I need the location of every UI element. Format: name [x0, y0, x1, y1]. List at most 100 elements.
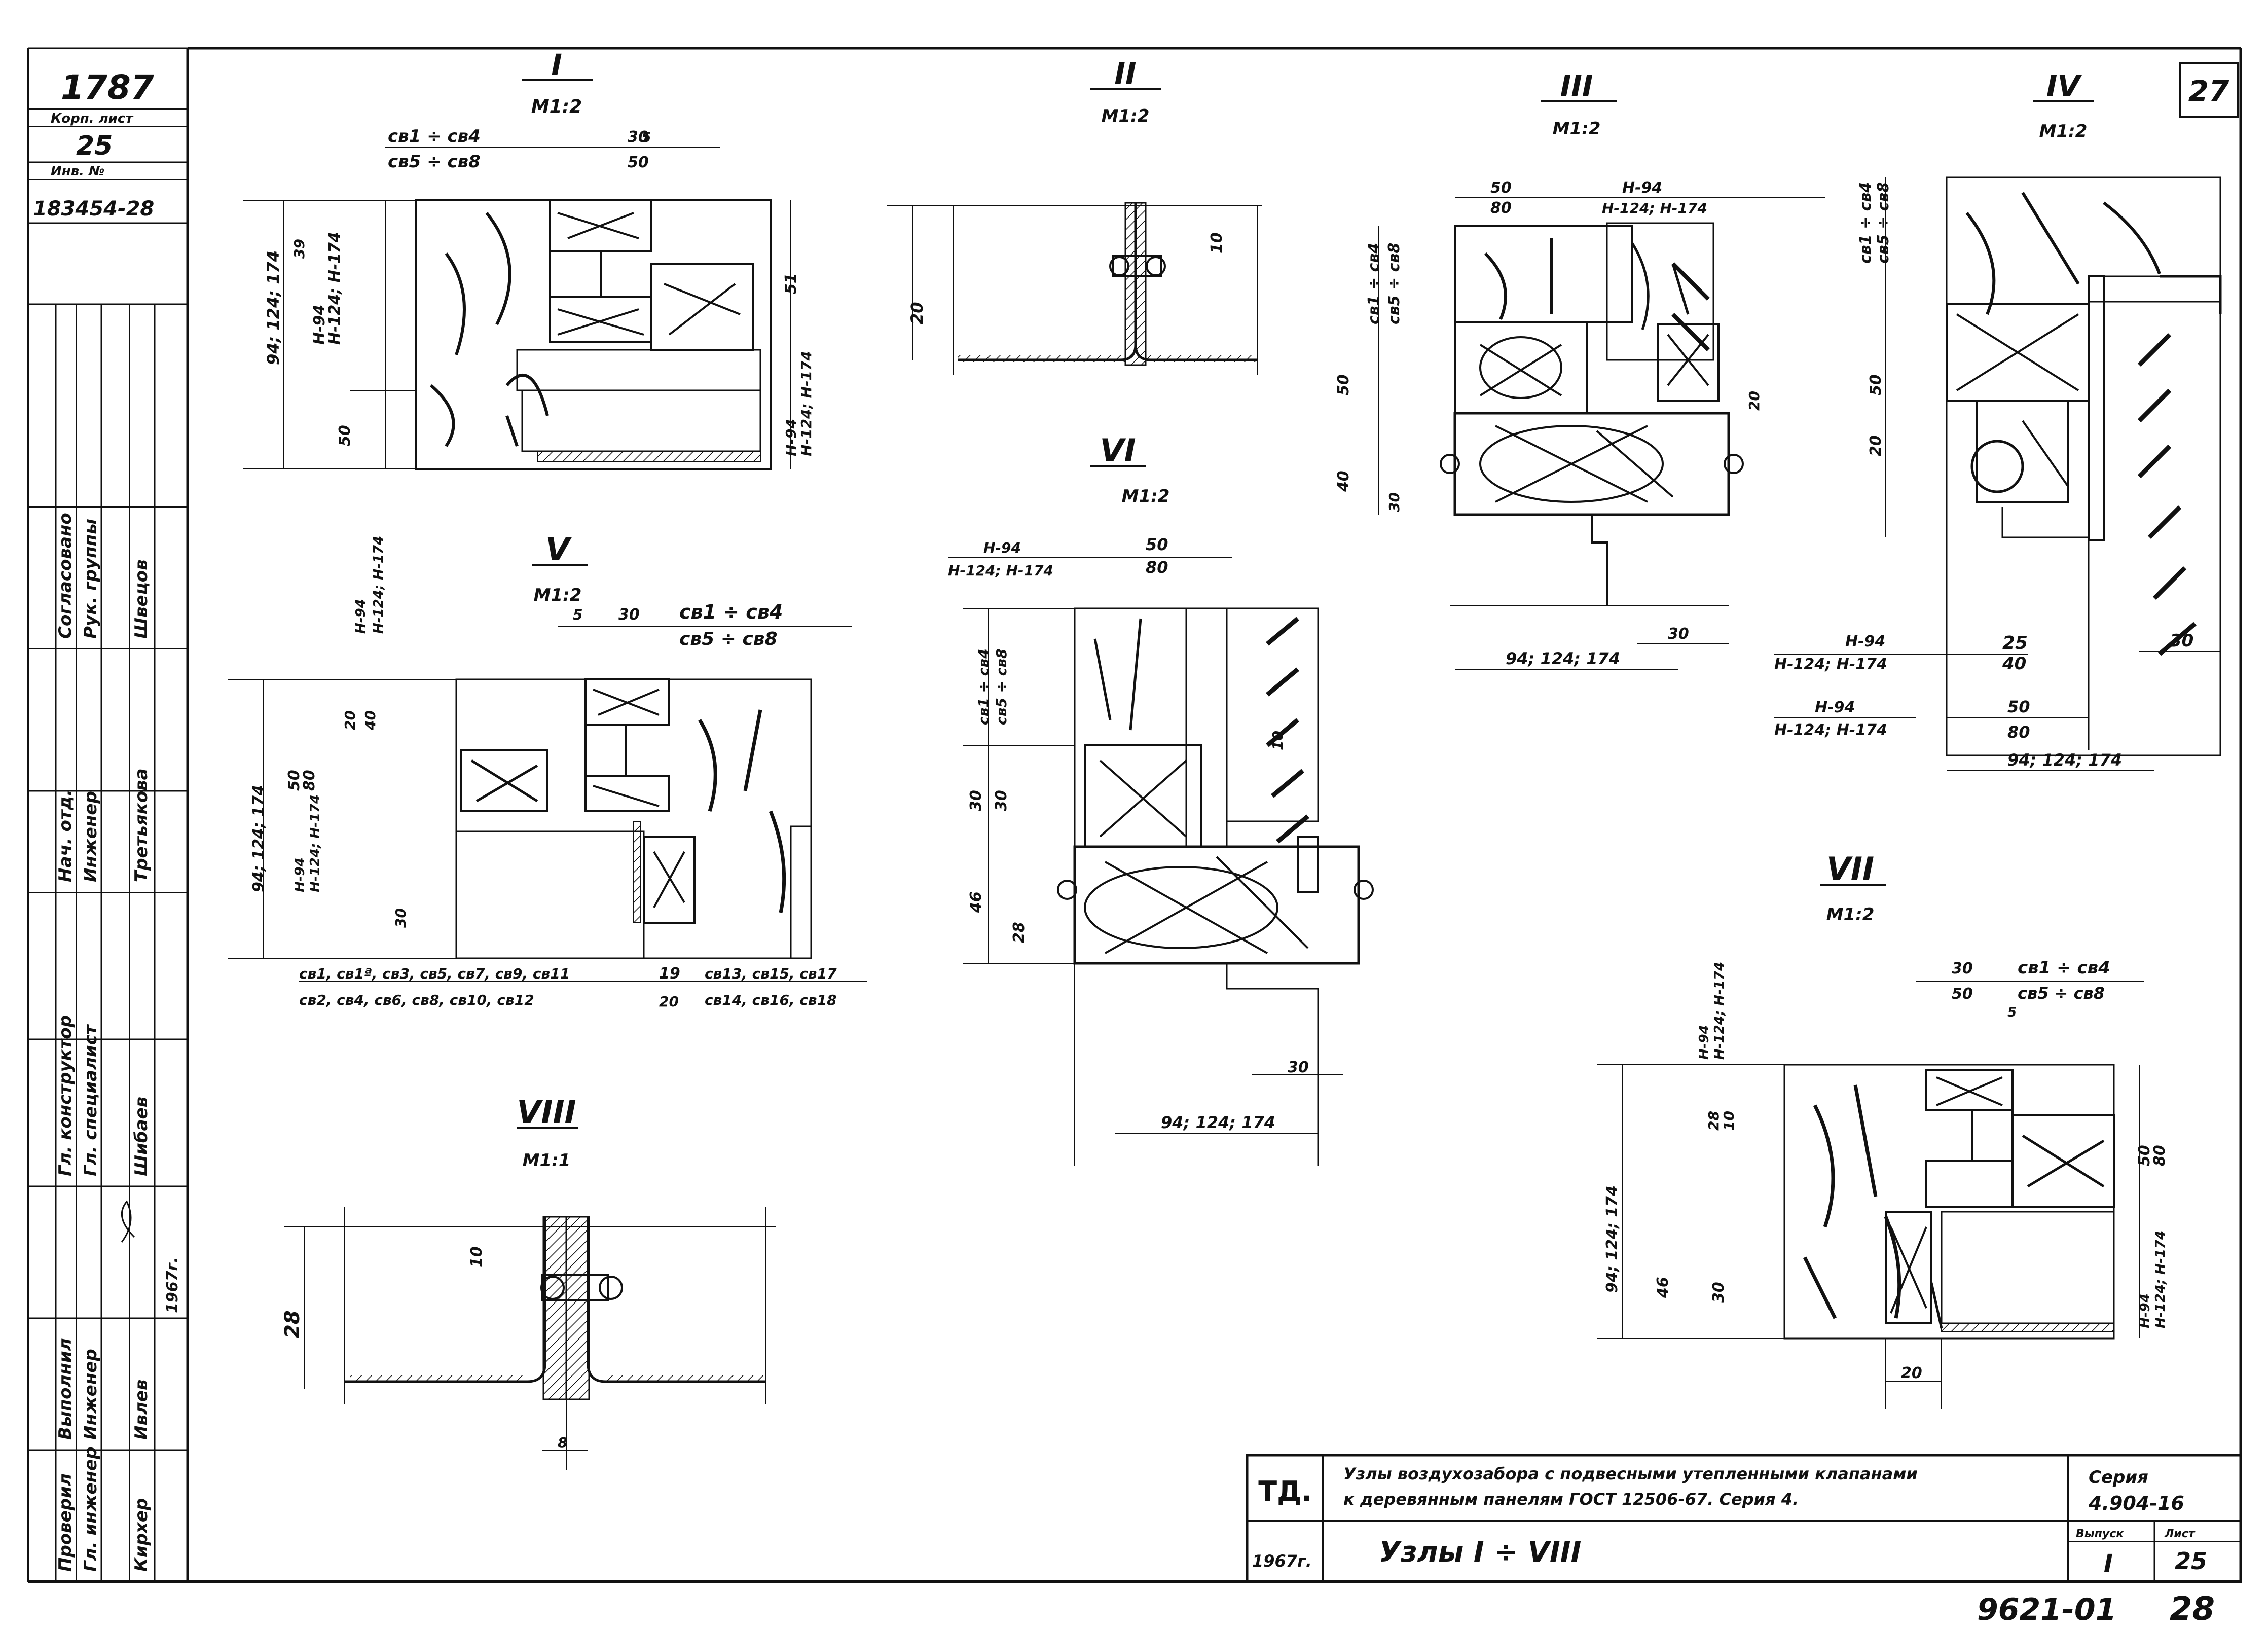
detail-III-dim-sv-top: св1 ÷ св4 — [1365, 243, 1383, 324]
detail-III-dim-n94: Н-94 — [1622, 179, 1662, 197]
approval-position-3: Инженер — [81, 1349, 101, 1440]
detail-VIII-dim-28: 28 — [281, 1310, 304, 1338]
detail-VII-dim-80: 80 — [2151, 1145, 2169, 1166]
detail-I-dim-50: 50 — [628, 154, 649, 171]
detail-VI-title: VI — [1100, 432, 1136, 469]
approval-name-2: Шибаев — [131, 1097, 152, 1176]
detail-VIII-scale: М1:1 — [523, 1150, 571, 1171]
title-description-1: Узлы воздухозабора с подвесными утепленн… — [1343, 1464, 1918, 1483]
detail-V-label-row3: св13, св15, св17 — [705, 965, 837, 982]
detail-VII-dim-n94: Н-94 — [1697, 1025, 1712, 1060]
detail-I-dim-n94: Н-94 — [311, 305, 328, 345]
bottom-page: 28 — [2170, 1590, 2215, 1628]
detail-V-label-row2: св2, св4, св6, св8, св10, св12 — [299, 992, 534, 1008]
detail-V-dim-20b: 20 — [659, 993, 679, 1010]
bottom-code: 9621-01 — [1977, 1592, 2116, 1627]
detail-III-dim-n124: Н-124; Н-174 — [1602, 200, 1707, 216]
approval-position-4: Гл. инженер — [81, 1447, 101, 1572]
issue-label: Выпуск — [2076, 1528, 2124, 1540]
detail-II-dim-10: 10 — [1208, 232, 1226, 254]
detail-I-dim-n124b: Н-124; Н-174 — [798, 351, 815, 456]
detail-III-dim-20: 20 — [1746, 391, 1763, 411]
archive-number: 1787 — [61, 68, 154, 107]
detail-V-dim-20: 20 — [342, 710, 358, 730]
inv-label: Инв. № — [51, 164, 104, 179]
approval-position-0: Рук. группы — [81, 519, 101, 639]
detail-VI-dim-28: 28 — [1010, 922, 1028, 943]
detail-V-dim-n94c: Н-94 — [353, 599, 369, 634]
approval-position-2: Гл. специалист — [81, 1024, 101, 1176]
detail-VI-dim-80: 80 — [1146, 558, 1168, 577]
detail-I-dim-height: 94; 124; 174 — [264, 250, 283, 365]
detail-IV-dim-50: 50 — [1867, 374, 1885, 395]
inv-number: 183454-28 — [33, 197, 154, 221]
approval-role-3: Выполнил — [55, 1338, 76, 1440]
detail-III-dim-50: 50 — [1490, 179, 1512, 197]
detail-VII-dim-n124b: Н-124; Н-174 — [2153, 1230, 2168, 1328]
approval-name-3: Ивлев — [131, 1380, 152, 1440]
detail-V: V М1:2 св1 ÷ св4 св5 ÷ св8 30 5 94; 124;… — [228, 531, 867, 1010]
title-org: ТД. — [1258, 1475, 1311, 1507]
detail-IV-dim-sv-top: св1 ÷ св4 — [1857, 182, 1875, 264]
detail-I-dim-n94b: Н-94 — [783, 419, 799, 456]
detail-VII-dim-50: 50 — [1952, 985, 1973, 1003]
detail-III-dim-30b: 30 — [1386, 492, 1403, 512]
detail-VI-dim-10: 10 — [1269, 731, 1286, 750]
detail-IV-scale: М1:2 — [2039, 121, 2088, 141]
detail-VII-dim-sv-bot: св5 ÷ св8 — [2018, 984, 2105, 1003]
detail-IV-dim-40: 40 — [2002, 654, 2026, 674]
signature-scribble — [121, 1200, 135, 1243]
approval-position-1: Инженер — [81, 791, 101, 882]
detail-VII-dim-30b: 30 — [1710, 1282, 1728, 1303]
detail-V-label-row1: св1, св1ª, св3, св5, св7, св9, св11 — [299, 965, 570, 982]
detail-VII-dim-30: 30 — [1952, 960, 1973, 978]
detail-V-scale: М1:2 — [534, 585, 582, 605]
detail-VII-dim-10: 10 — [1721, 1111, 1737, 1131]
issue-value: I — [2104, 1549, 2113, 1578]
detail-IV-dim-n124: Н-124; Н-174 — [1774, 656, 1887, 673]
detail-VIII-dim-10: 10 — [468, 1246, 486, 1268]
detail-I-title: I — [551, 48, 562, 82]
detail-V-dim-height: 94; 124; 174 — [250, 785, 268, 892]
detail-I-dim-51: 51 — [782, 273, 800, 294]
detail-VI-scale: М1:2 — [1122, 486, 1170, 506]
detail-III-dim-sv-bot: св5 ÷ св8 — [1385, 243, 1403, 324]
detail-III-dim-50b: 50 — [1335, 374, 1352, 395]
detail-V-dim-sv-bot: св5 ÷ св8 — [679, 629, 778, 649]
detail-VII-dim-5: 5 — [2007, 1005, 2017, 1020]
detail-VII-scale: М1:2 — [1826, 904, 1875, 925]
detail-VIII-title: VIII — [517, 1094, 576, 1131]
archive-sheet: 25 — [76, 131, 113, 161]
title-description-2: к деревянным панелям ГОСТ 12506-67. Сери… — [1343, 1490, 1799, 1509]
approval-role-1: Нач. отд. — [55, 789, 76, 882]
approval-date: 1967г. — [164, 1257, 181, 1313]
detail-VIII: VIII М1:1 8 28 10 — [281, 1094, 776, 1470]
detail-IV-dim-20: 20 — [1867, 435, 1885, 456]
detail-VII-dim-46: 46 — [1654, 1277, 1672, 1298]
detail-V-dim-n94: Н-94 — [292, 857, 308, 892]
detail-VI-dim-46: 46 — [967, 891, 985, 913]
series-value: 4.904-16 — [2088, 1492, 2184, 1514]
detail-V-dim-5: 5 — [573, 606, 582, 623]
sheet-number: 27 — [2188, 74, 2229, 108]
detail-V-title: V — [545, 531, 572, 568]
detail-II-scale: М1:2 — [1102, 106, 1150, 126]
detail-V-dim-30: 30 — [618, 606, 640, 624]
detail-VI-dim-94: 94; 124; 174 — [1161, 1113, 1275, 1132]
detail-I-dim-5: 5 — [641, 129, 651, 146]
sheet-number-box: 27 — [2179, 62, 2239, 118]
detail-IV-dim-n94b: Н-94 — [1815, 699, 1855, 716]
detail-I-dim-39: 39 — [291, 239, 308, 259]
detail-V-dim-n124: Н-124; Н-174 — [308, 794, 323, 892]
detail-V-dim-30b: 30 — [392, 908, 409, 928]
detail-VII-title: VII — [1826, 850, 1874, 887]
detail-IV-dim-50b: 50 — [2007, 697, 2030, 716]
sheet-value: 25 — [2175, 1547, 2207, 1575]
approval-name-0: Швецов — [131, 559, 152, 639]
detail-VIII-dim-8: 8 — [558, 1434, 567, 1451]
detail-VI-dim-n124: Н-124; Н-174 — [948, 562, 1053, 579]
detail-I: I М1:2 св1 ÷ св4 св5 ÷ св8 30 50 5 94; 1… — [243, 48, 815, 470]
detail-VI-dim-n94: Н-94 — [983, 539, 1021, 556]
sheet-title: Узлы I ÷ VIII — [1379, 1536, 1581, 1569]
detail-III-scale: М1:2 — [1553, 119, 1601, 139]
